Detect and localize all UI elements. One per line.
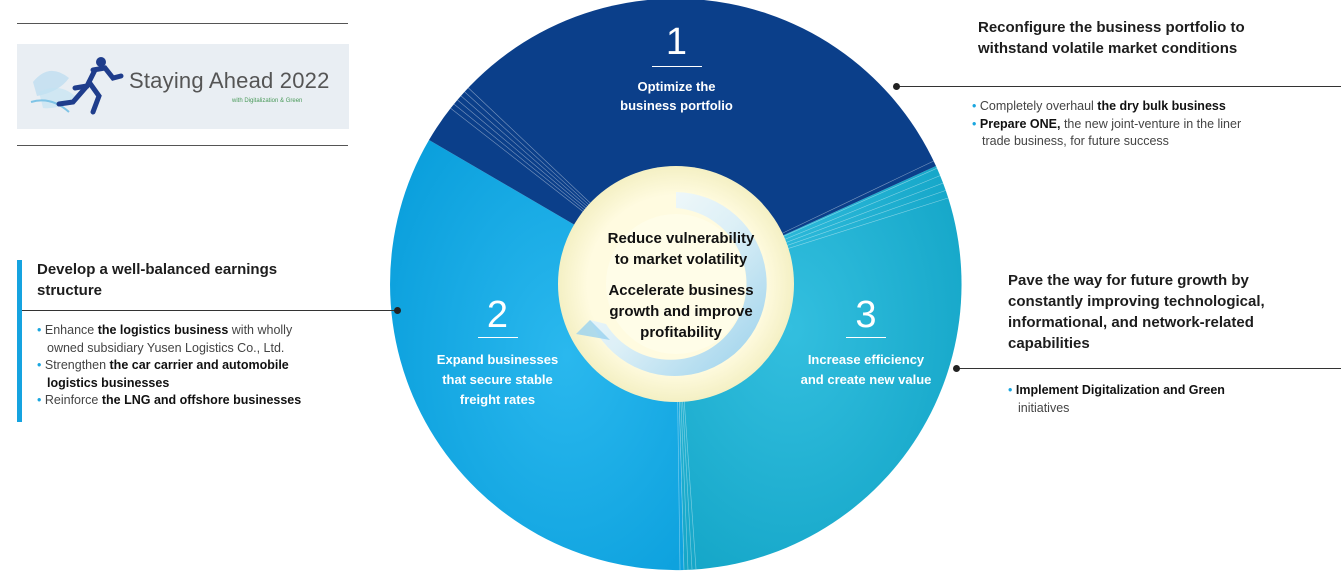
right-bottom-bullet-1-cont: initiatives [1018, 400, 1070, 415]
segment-1-label-1: Optimize the [637, 79, 716, 94]
connector-bottom-right [957, 368, 1341, 369]
left-heading-2: structure [37, 282, 103, 299]
bullet-bold-text: the car carrier and automobile [109, 358, 289, 372]
logo: Staying Ahead 2022 with Digitalization &… [17, 44, 349, 129]
bullet-text: Strengthen [44, 358, 110, 372]
segment-1-number: 1 [665, 21, 688, 63]
connector-left [22, 310, 399, 311]
strategy-wheel [390, 0, 962, 571]
bullet-icon: • [972, 116, 977, 131]
left-heading-1: Develop a well-balanced earnings [37, 261, 278, 278]
bullet-text: with wholly [228, 323, 293, 337]
segment-2-label-3: freight rates [459, 392, 536, 407]
bullet-text: Completely overhaul [979, 99, 1098, 113]
left-bullet-3: • Reinforce the LNG and offshore busines… [37, 392, 382, 410]
connector-dot-left [394, 307, 401, 314]
right-bottom-bullet-1: • Implement Digitalization and Green [1008, 382, 1338, 400]
bullet-icon: • [1008, 383, 1013, 397]
center-text-5: profitability [640, 324, 722, 341]
connector-dot-bottom-right [953, 365, 960, 372]
segment-2-number: 2 [486, 294, 509, 336]
connector-top-right [897, 86, 1341, 87]
right-top-heading-2: withstand volatile market conditions [978, 40, 1238, 57]
segment-1-underline [651, 66, 702, 67]
bullet-text: Reinforce [44, 393, 102, 407]
logo-top-rule [17, 23, 348, 24]
left-bullet-2-cont: logistics businesses [37, 375, 382, 393]
logo-bottom-rule [17, 145, 348, 146]
bullet-icon: • [972, 99, 977, 113]
arrow-head-icon [576, 320, 610, 340]
segment-1 [429, 0, 936, 284]
right-top-bullet-2-cont: trade business, for future success [982, 134, 1169, 148]
segment-3-label-2: and create new value [800, 372, 932, 387]
segment-2-label-1: Expand businesses [436, 352, 559, 367]
right-bottom-heading-3: informational, and network-related [1008, 314, 1254, 331]
right-bottom-heading-1: Pave the way for future growth by [1008, 272, 1249, 289]
bullet-bold-text: the dry bulk business [1097, 99, 1226, 113]
segment-2-label-2: that secure stable [442, 372, 553, 387]
center-text-1: Reduce vulnerability [607, 230, 755, 247]
bullet-bold-text: Prepare ONE, [979, 116, 1061, 131]
bullet-bold-text: logistics businesses [47, 375, 170, 390]
center-text-4: growth and improve [609, 303, 753, 320]
left-bullet-1-cont: owned subsidiary Yusen Logistics Co., Lt… [47, 340, 285, 355]
right-top-bullet-2: • Prepare ONE, the new joint-venture in … [972, 116, 1332, 134]
bullet-icon: • [37, 393, 42, 407]
center-text-2: to market volatility [614, 251, 748, 268]
connector-dot-top-right [893, 83, 900, 90]
right-top-heading-1: Reconfigure the business portfolio to [978, 19, 1245, 36]
segment-3-underline [846, 337, 886, 338]
center-core [606, 214, 746, 354]
right-bottom-heading-4: capabilities [1008, 335, 1090, 352]
left-bullet-2: • Strengthen the car carrier and automob… [37, 357, 382, 375]
center-text-3: Accelerate business [608, 282, 754, 299]
bullet-text: Enhance [44, 323, 98, 337]
bullet-bold-text: Implement Digitalization and Green [1015, 383, 1225, 397]
left-accent-bar [17, 260, 22, 422]
bullet-bold-text: the LNG and offshore businesses [101, 393, 302, 407]
segment-2-underline [477, 337, 518, 338]
bullet-text: the new joint-venture in the liner [1060, 116, 1242, 131]
segment-3-label-1: Increase efficiency [807, 352, 925, 367]
runner-icon [30, 57, 124, 115]
left-bullet-1: • Enhance the logistics business with wh… [37, 322, 382, 340]
right-bottom-heading-2: constantly improving technological, [1008, 293, 1265, 310]
bullet-bold-text: the logistics business [97, 323, 229, 337]
logo-title: Staying Ahead 2022 [129, 68, 330, 93]
bullet-icon: • [37, 358, 42, 372]
segment-1-label-2: business portfolio [620, 98, 733, 113]
logo-subtitle: with Digitalization & Green [232, 98, 303, 104]
right-top-bullet-1: • Completely overhaul the dry bulk busin… [972, 98, 1332, 116]
bullet-icon: • [37, 323, 42, 337]
segment-3-number: 3 [855, 294, 877, 336]
